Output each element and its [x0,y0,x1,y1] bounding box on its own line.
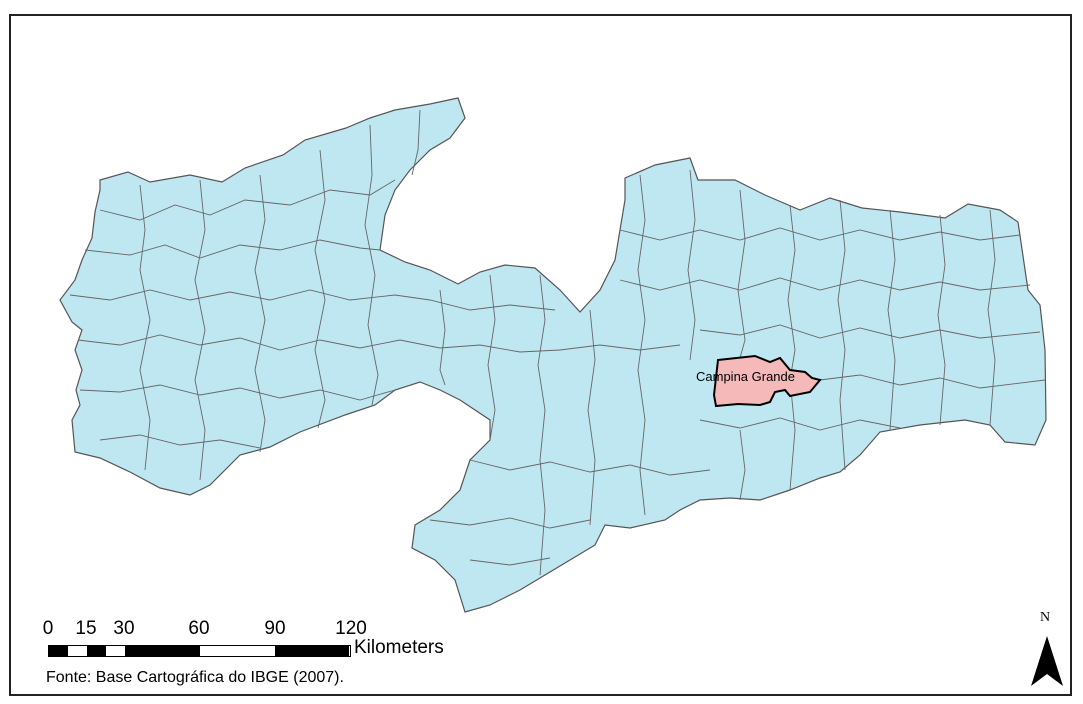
municipal-borders [69,109,1046,576]
source-credit: Fonte: Base Cartográfica do IBGE (2007). [46,669,344,686]
north-letter: N [1040,610,1051,625]
north-arrow-icon [1031,636,1063,686]
scale-tick-0: 0 [42,618,54,639]
scale-unit-label: Kilometers [354,637,444,658]
north-arrow: N [1029,610,1069,690]
scale-bar-graphic [48,645,351,657]
campina-grande-label: Campina Grande [696,369,795,384]
scale-tick-30: 30 [113,618,135,639]
scale-tick-90: 90 [264,618,286,639]
scale-tick-60: 60 [188,618,210,639]
campina-grande-area[interactable] [712,354,822,408]
scale-tick-120: 120 [335,618,367,639]
state-outline [59,97,1047,613]
scale-tick-15: 15 [75,618,97,639]
